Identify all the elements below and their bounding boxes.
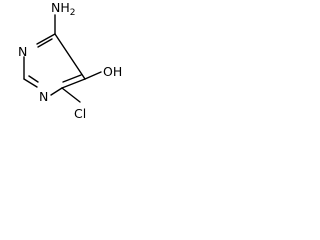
molecular-structure: NH2 OH N N Cl bbox=[18, 0, 122, 121]
atom-labels: NH2 OH N N Cl bbox=[18, 0, 122, 121]
amine-label: NH2 bbox=[51, 0, 75, 18]
bond-n1-c6 bbox=[50, 87, 63, 96]
bond-c4-n3 bbox=[36, 33, 56, 45]
chlorine-label: Cl bbox=[74, 106, 86, 121]
bond-c6-cl bbox=[61, 87, 81, 103]
bond-c4-n3-inner bbox=[37, 38, 53, 48]
bond-c6-c5 bbox=[61, 78, 86, 89]
bonds bbox=[23, 14, 102, 103]
bond-c2-n1 bbox=[23, 78, 38, 88]
bond-c5-c4 bbox=[54, 33, 86, 80]
bond-c6-c5-inner bbox=[62, 74, 82, 83]
ring-nitrogen-lower-label: N bbox=[39, 89, 48, 104]
bond-c2-n1-inner bbox=[28, 75, 39, 83]
amine-text: NH bbox=[51, 0, 70, 15]
amine-subscript: 2 bbox=[70, 8, 76, 18]
hydroxyl-label: OH bbox=[103, 64, 122, 79]
bond-c5-oh bbox=[84, 71, 102, 80]
ring-nitrogen-upper-label: N bbox=[18, 44, 27, 59]
